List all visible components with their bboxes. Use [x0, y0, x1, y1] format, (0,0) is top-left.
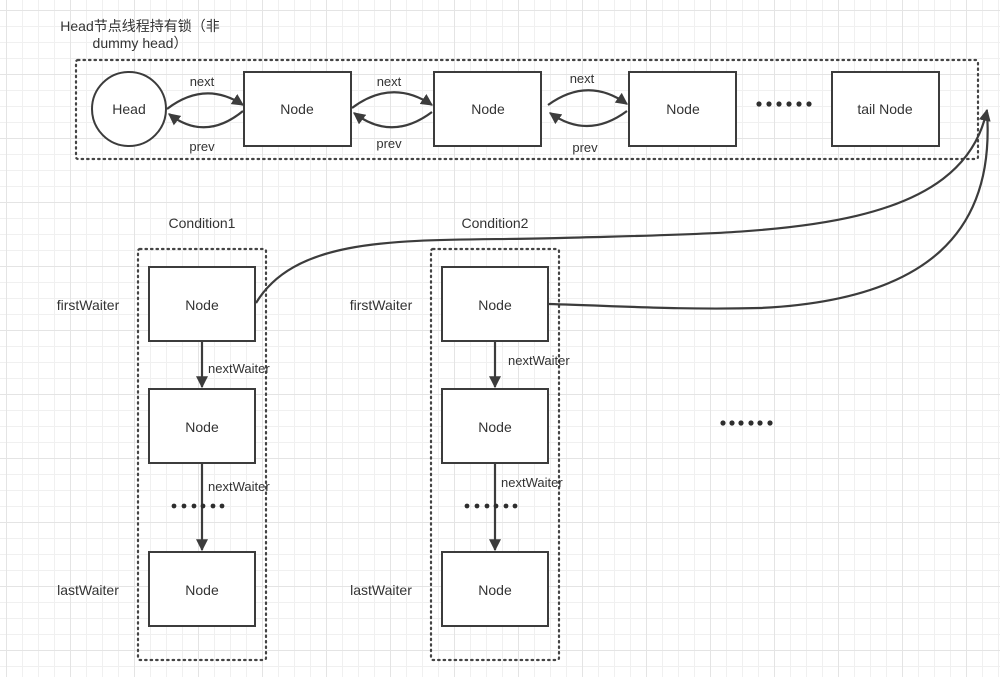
node-box: [441, 266, 549, 342]
condition1-next-waiter-label-1: nextWaiter: [208, 361, 270, 376]
condition1-transfer-edge: [255, 108, 991, 304]
node-label: Node: [666, 101, 700, 117]
condition2-group: [429, 247, 561, 662]
condition1-group: [136, 247, 268, 662]
prev-edge-3: [549, 110, 628, 128]
queue-node-2[interactable]: Node: [433, 71, 542, 147]
queue-tail-node[interactable]: tail Node: [831, 71, 940, 147]
prev-label-3: prev: [572, 140, 598, 155]
head-circle: [91, 71, 167, 147]
condition2-node-1[interactable]: Node: [441, 266, 549, 342]
condition1-ellipsis-dots: [171, 503, 225, 509]
next-label-3: next: [570, 71, 595, 86]
condition2-title: Condition2: [462, 215, 529, 231]
title-line-1: Head节点线程持有锁（非: [60, 18, 219, 34]
node-box: [433, 71, 542, 147]
condition2-first-waiter-label: firstWaiter: [350, 297, 413, 313]
condition1-last-waiter-label: lastWaiter: [57, 582, 119, 598]
next-label-1: next: [190, 74, 215, 89]
node-box: [831, 71, 940, 147]
queue-node-1[interactable]: Node: [243, 71, 352, 147]
condition1-first-waiter-label: firstWaiter: [57, 297, 120, 313]
node-label: Node: [478, 297, 512, 313]
queue-ellipsis-dots: [756, 101, 812, 107]
node-box: [441, 551, 549, 627]
next-edge-3: [547, 89, 628, 106]
condition1-node-1[interactable]: Node: [148, 266, 256, 342]
prev-edge-2: [353, 111, 433, 129]
condition2-transfer-edge: [548, 111, 989, 310]
next-label-2: next: [377, 74, 402, 89]
condition2-next-waiter-label-2: nextWaiter: [501, 475, 563, 490]
tail-node-label: tail Node: [857, 101, 912, 117]
node-box: [441, 388, 549, 464]
head-node[interactable]: Head: [91, 71, 167, 147]
more-conditions-ellipsis-dots: [720, 420, 773, 426]
prev-edge-1: [168, 110, 244, 129]
node-label: Node: [185, 297, 219, 313]
node-box: [243, 71, 352, 147]
condition1-node-2[interactable]: Node: [148, 388, 256, 464]
prev-label-2: prev: [376, 136, 402, 151]
condition2-node-3[interactable]: Node: [441, 551, 549, 627]
sync-queue-group: [74, 58, 980, 161]
condition1-node-3[interactable]: Node: [148, 551, 256, 627]
queue-node-3[interactable]: Node: [628, 71, 737, 147]
node-label: Node: [280, 101, 314, 117]
condition2-last-waiter-label: lastWaiter: [350, 582, 412, 598]
node-box: [148, 551, 256, 627]
head-label: Head: [112, 101, 145, 117]
node-box: [148, 388, 256, 464]
node-label: Node: [185, 582, 219, 598]
condition2-next-waiter-label-1: nextWaiter: [508, 353, 570, 368]
condition2-ellipsis-dots: [464, 503, 518, 509]
condition1-title: Condition1: [169, 215, 236, 231]
condition2-node-2[interactable]: Node: [441, 388, 549, 464]
node-box: [148, 266, 256, 342]
condition1-next-waiter-label-2: nextWaiter: [208, 479, 270, 494]
next-edge-2: [351, 91, 433, 109]
node-label: Node: [471, 101, 505, 117]
node-label: Node: [478, 419, 512, 435]
title-line-2: dummy head）: [93, 35, 188, 51]
node-label: Node: [478, 582, 512, 598]
next-edge-1: [166, 92, 245, 110]
node-label: Node: [185, 419, 219, 435]
prev-label-1: prev: [189, 139, 215, 154]
node-box: [628, 71, 737, 147]
